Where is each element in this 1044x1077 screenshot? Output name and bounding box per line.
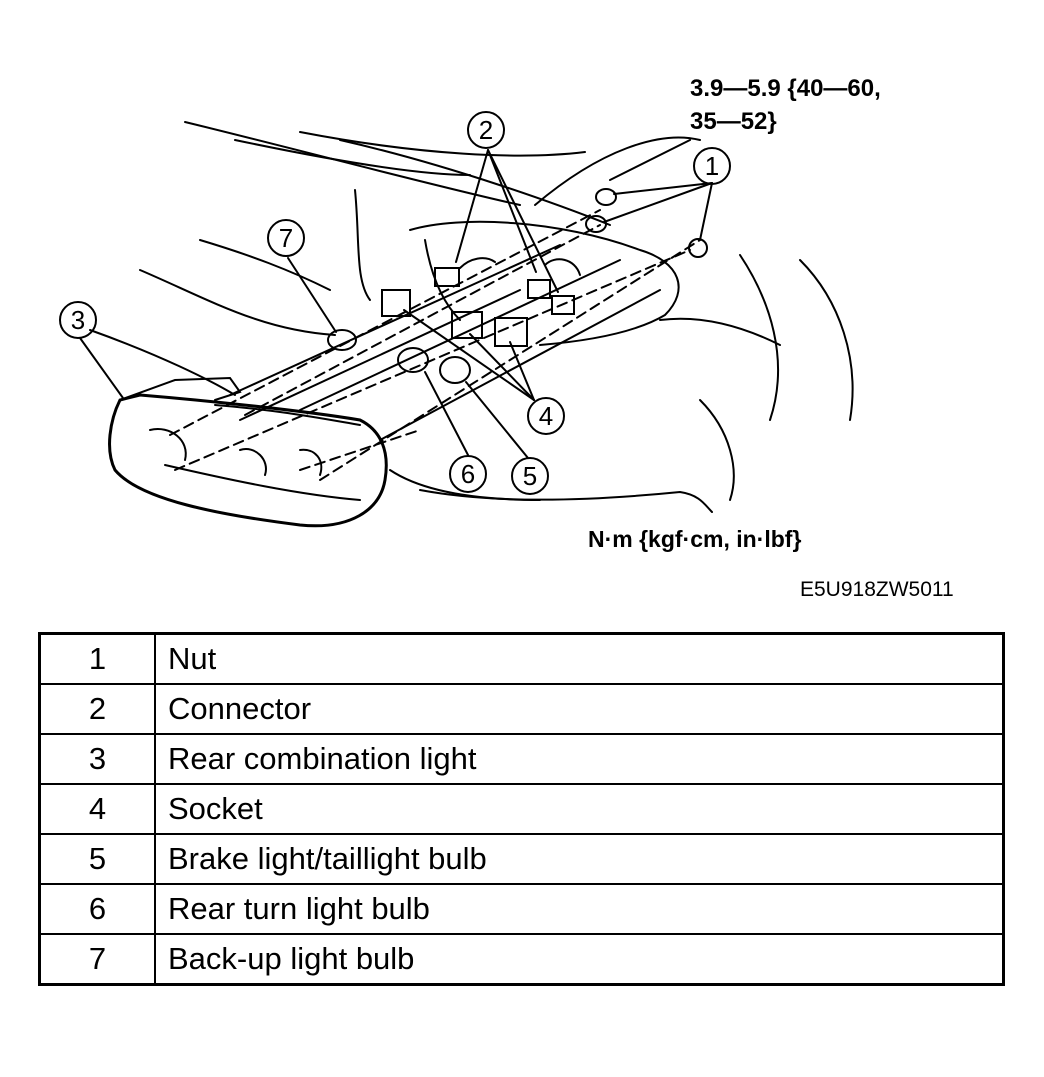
sockets bbox=[381, 289, 528, 347]
part-description: Rear combination light bbox=[154, 733, 1005, 785]
callout-5: 5 bbox=[523, 461, 537, 491]
table-row: 3 Rear combination light bbox=[38, 733, 1005, 785]
figure-id: E5U918ZW5011 bbox=[800, 578, 954, 601]
part-number: 3 bbox=[38, 733, 156, 785]
callout-circles bbox=[59, 111, 731, 495]
callout-7: 7 bbox=[279, 223, 293, 253]
bulbs bbox=[327, 329, 471, 384]
torque-spec-line2: 35—52} bbox=[690, 108, 777, 135]
part-number: 7 bbox=[38, 933, 156, 986]
callout-4: 4 bbox=[539, 401, 553, 431]
callout-2: 2 bbox=[479, 115, 493, 145]
table-row: 4 Socket bbox=[38, 783, 1005, 835]
leader-lines bbox=[79, 139, 713, 459]
callout-6: 6 bbox=[461, 459, 475, 489]
part-description: Rear turn light bulb bbox=[154, 883, 1005, 935]
torque-spec: 3.9—5.9 {40—60, 35—52} bbox=[690, 72, 881, 138]
callout-3: 3 bbox=[71, 305, 85, 335]
part-description: Brake light/taillight bulb bbox=[154, 833, 1005, 885]
part-description: Socket bbox=[154, 783, 1005, 835]
part-number: 1 bbox=[38, 632, 156, 685]
rear-combination-light bbox=[108, 376, 388, 528]
part-number: 6 bbox=[38, 883, 156, 935]
table-row: 7 Back-up light bulb bbox=[38, 933, 1005, 986]
vehicle-body-outline bbox=[89, 121, 854, 513]
part-number: 2 bbox=[38, 683, 156, 735]
assembly-guide-lines bbox=[169, 209, 701, 481]
units-note: N·m {kgf·cm, in·lbf} bbox=[588, 526, 802, 552]
table-row: 1 Nut bbox=[38, 632, 1005, 685]
callout-1: 1 bbox=[705, 151, 719, 181]
part-description: Back-up light bulb bbox=[154, 933, 1005, 986]
table-row: 2 Connector bbox=[38, 683, 1005, 735]
table-row: 6 Rear turn light bulb bbox=[38, 883, 1005, 935]
exploded-view-diagram: 1 2 3 4 5 6 7 bbox=[59, 111, 854, 528]
part-number: 4 bbox=[38, 783, 156, 835]
part-description: Nut bbox=[154, 632, 1005, 685]
torque-spec-line1: 3.9—5.9 {40—60, bbox=[690, 75, 881, 102]
part-description: Connector bbox=[154, 683, 1005, 735]
table-row: 5 Brake light/taillight bulb bbox=[38, 833, 1005, 885]
nuts bbox=[585, 188, 708, 258]
parts-legend-table: 1 Nut 2 Connector 3 Rear combination lig… bbox=[38, 632, 1005, 986]
connectors bbox=[434, 257, 581, 315]
part-number: 5 bbox=[38, 833, 156, 885]
